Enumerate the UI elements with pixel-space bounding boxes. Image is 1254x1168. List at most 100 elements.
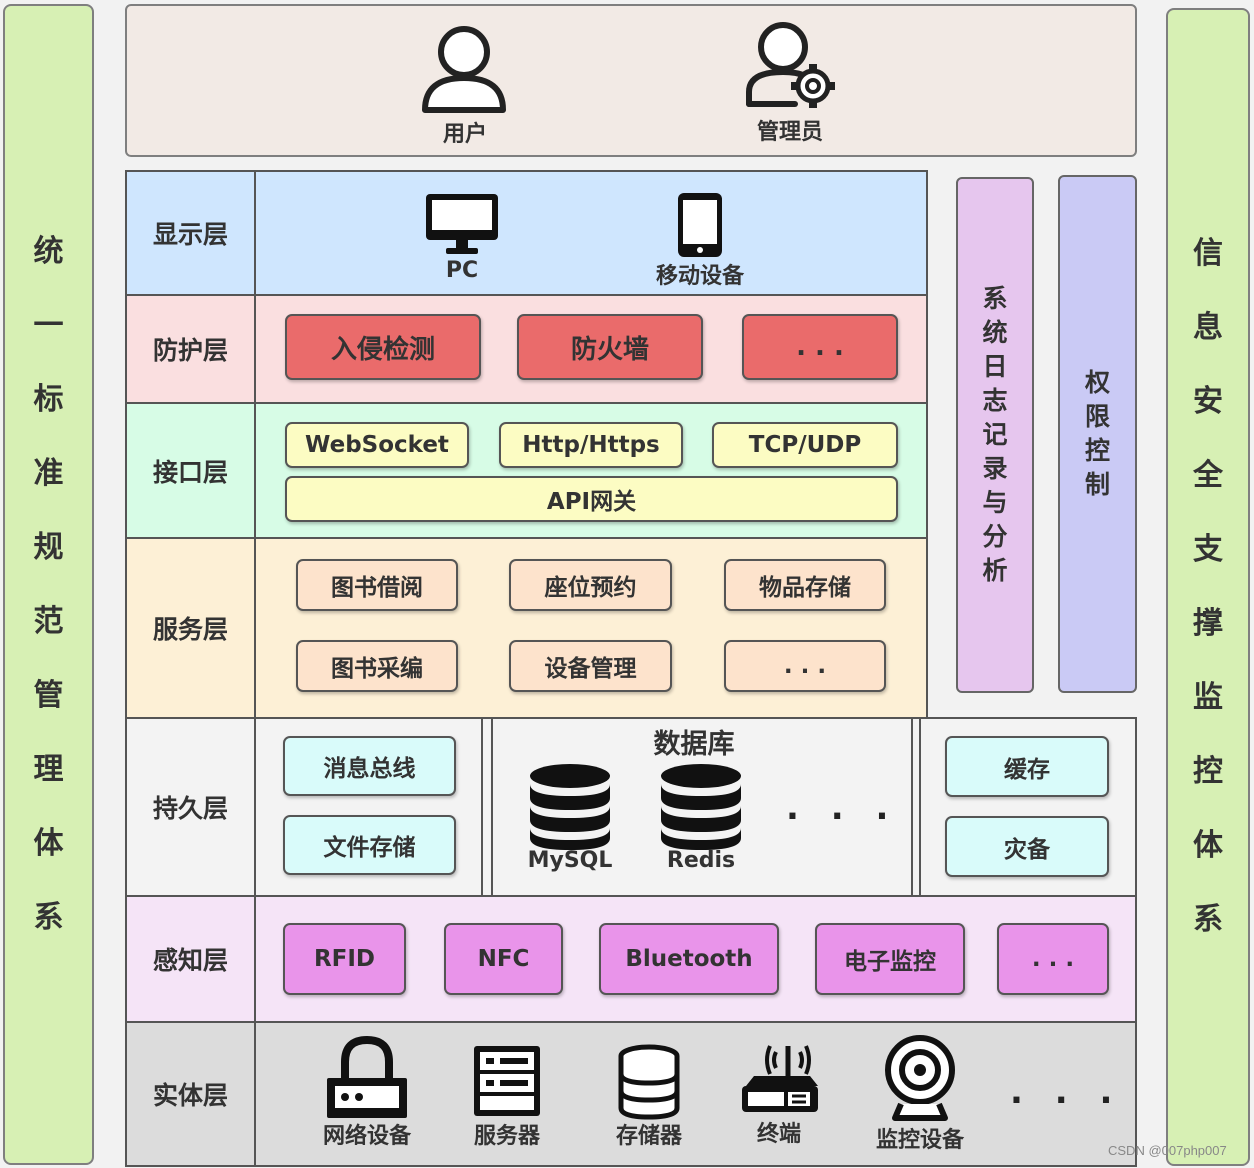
mobile-label: 移动设备 xyxy=(655,264,744,289)
message-bus-box: 消息总线 xyxy=(283,736,456,796)
http-box: Http/Https xyxy=(499,422,683,468)
log-analysis-column: 系 统 日 志 记 录 与 分 析 xyxy=(956,177,1034,693)
log-column-char: 志 xyxy=(982,386,1008,415)
log-column-char: 与 xyxy=(982,488,1008,517)
right-side-char: 安 xyxy=(1193,384,1223,419)
right-side-char: 信 xyxy=(1193,236,1223,271)
rfid-box: RFID xyxy=(283,923,406,995)
log-column-char: 统 xyxy=(982,318,1008,347)
log-column-char: 系 xyxy=(982,284,1008,313)
right-side-char: 全 xyxy=(1193,458,1223,493)
device-management-box: 设备管理 xyxy=(509,640,672,692)
right-side-char: 监 xyxy=(1193,680,1223,715)
admin-actor: 管理员 xyxy=(735,18,845,152)
log-column-char: 日 xyxy=(982,352,1008,381)
left-side-char: 系 xyxy=(33,899,64,935)
perm-column-char: 限 xyxy=(1084,402,1110,431)
service-layer-label: 服务层 xyxy=(125,537,256,719)
pc-label: PC xyxy=(445,258,479,283)
log-column-char: 记 xyxy=(982,420,1008,449)
entity-layer-label: 实体层 xyxy=(125,1021,256,1167)
api-gateway-box: API网关 xyxy=(285,476,898,522)
file-storage-box: 文件存储 xyxy=(283,815,456,875)
terminal-label: 终端 xyxy=(756,1122,801,1147)
perception-layer-label: 感知层 xyxy=(125,895,256,1023)
permission-control-column: 权 限 控 制 xyxy=(1058,175,1137,693)
left-side-char: 统 xyxy=(33,233,64,269)
phone-icon xyxy=(678,193,722,257)
protection-more-box: . . . xyxy=(742,314,898,380)
left-side-char: 理 xyxy=(33,751,64,787)
bluetooth-box: Bluetooth xyxy=(599,923,779,995)
firewall-box: 防火墙 xyxy=(517,314,703,380)
log-column-char: 析 xyxy=(982,556,1008,585)
intrusion-detection-box: 入侵检测 xyxy=(285,314,481,380)
cache-box: 缓存 xyxy=(945,736,1109,797)
redis-label: Redis xyxy=(666,848,736,873)
terminal-icon xyxy=(742,1045,818,1112)
persistence-layer-label: 持久层 xyxy=(125,717,256,897)
log-column-char: 录 xyxy=(982,454,1008,483)
seat-reservation-box: 座位预约 xyxy=(509,559,672,611)
perm-column-char: 制 xyxy=(1084,470,1110,499)
user-actor: 用户 xyxy=(410,22,520,152)
left-side-char: 一 xyxy=(33,307,64,343)
user-icon xyxy=(422,26,506,113)
storage-label: 存储器 xyxy=(615,1124,682,1149)
right-side-char: 撑 xyxy=(1193,606,1223,641)
display-layer-panel xyxy=(254,170,928,296)
right-side-char: 支 xyxy=(1193,532,1223,567)
mysql-label: MySQL xyxy=(527,848,613,873)
service-more-box: . . . xyxy=(724,640,886,692)
right-side-char: 体 xyxy=(1193,828,1223,863)
network-device-label: 网络设备 xyxy=(322,1124,411,1149)
watermark: CSDN @007php007 xyxy=(1108,1143,1227,1158)
actors-band xyxy=(125,4,1137,157)
perm-column-char: 权 xyxy=(1084,368,1110,397)
redis-db: Redis xyxy=(651,760,751,885)
perm-column-char: 控 xyxy=(1084,436,1110,465)
book-borrow-box: 图书借阅 xyxy=(296,559,458,611)
database-icon xyxy=(530,764,610,850)
database-title: 数据库 xyxy=(653,729,735,760)
webcam-icon xyxy=(885,1035,955,1121)
left-side-char: 范 xyxy=(33,603,64,639)
database-icon xyxy=(661,764,741,850)
database-more: . . . xyxy=(786,788,899,828)
perception-more-box: . . . xyxy=(997,923,1109,995)
left-side-char: 规 xyxy=(33,529,64,565)
pc-device: PC xyxy=(420,190,504,290)
entity-more: . . . xyxy=(1010,1072,1123,1112)
nfc-box: NFC xyxy=(444,923,563,995)
log-column-char: 分 xyxy=(982,522,1008,551)
router-icon xyxy=(327,1036,407,1118)
interface-layer-label: 接口层 xyxy=(125,402,256,539)
left-side-char: 管 xyxy=(33,677,64,713)
mysql-db: MySQL xyxy=(520,760,620,885)
right-side-column: 信 息 安 全 支 撑 监 控 体 系 xyxy=(1166,8,1250,1166)
network-device: 网络设备 xyxy=(307,1036,427,1156)
terminal-device: 终端 xyxy=(724,1034,834,1156)
right-side-char: 系 xyxy=(1193,902,1223,937)
mobile-device: 移动设备 xyxy=(645,190,755,290)
disaster-recovery-box: 灾备 xyxy=(945,816,1109,877)
storage-icon xyxy=(618,1044,680,1120)
admin-gear-icon xyxy=(746,22,835,108)
server-icon xyxy=(474,1046,540,1116)
right-side-char: 控 xyxy=(1193,754,1223,789)
monitoring-device: 监控设备 xyxy=(865,1030,975,1160)
protection-layer-label: 防护层 xyxy=(125,294,256,404)
user-label: 用户 xyxy=(442,122,487,147)
book-cataloging-box: 图书采编 xyxy=(296,640,458,692)
left-side-column: 统 一 标 准 规 范 管 理 体 系 xyxy=(3,4,94,1165)
item-storage-box: 物品存储 xyxy=(724,559,886,611)
tcp-udp-box: TCP/UDP xyxy=(712,422,898,468)
monitor-icon xyxy=(426,194,498,254)
left-side-char: 标 xyxy=(33,381,64,417)
video-surveillance-box: 电子监控 xyxy=(815,923,965,995)
server-label: 服务器 xyxy=(473,1124,540,1149)
websocket-box: WebSocket xyxy=(285,422,469,468)
storage-device: 存储器 xyxy=(594,1036,704,1156)
display-layer-label: 显示层 xyxy=(125,170,256,296)
monitoring-device-label: 监控设备 xyxy=(875,1128,964,1153)
